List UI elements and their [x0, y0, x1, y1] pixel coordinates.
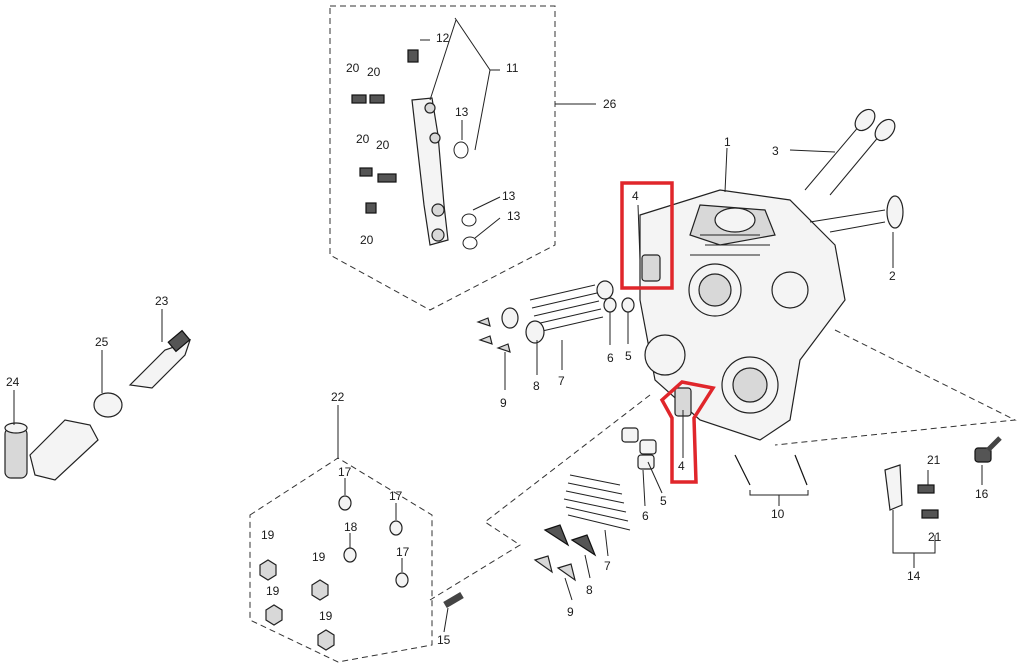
label-23: 23	[155, 294, 169, 308]
label-6-lower: 6	[642, 509, 649, 523]
upper-valve-springs	[501, 280, 635, 344]
label-13-b: 13	[502, 189, 516, 203]
label-7-lower: 7	[604, 559, 611, 573]
label-22: 22	[331, 390, 345, 404]
label-11: 11	[506, 61, 519, 75]
label-7-upper: 7	[558, 374, 565, 388]
label-18: 18	[344, 520, 358, 534]
label-20-d: 20	[376, 138, 390, 152]
rocker-arm-group-frame	[329, 5, 556, 311]
label-9-upper: 9	[500, 396, 507, 410]
valve-guide-upper	[641, 254, 661, 282]
label-21-a: 21	[927, 453, 941, 467]
label-14: 14	[907, 569, 921, 583]
label-15: 15	[437, 633, 451, 647]
label-4-bottom: 4	[678, 459, 685, 473]
label-9-lower: 9	[567, 605, 574, 619]
label-20-b: 20	[367, 65, 381, 79]
label-8-upper: 8	[533, 379, 540, 393]
lower-valve-cotters	[533, 524, 597, 582]
exhaust-valve	[809, 195, 904, 233]
label-21-b: 21	[928, 530, 942, 544]
highlight-box-lower	[659, 380, 716, 484]
spark-plug-cap	[4, 419, 99, 481]
spark-plug-washer	[93, 392, 123, 418]
label-3: 3	[772, 144, 779, 158]
label-17-c: 17	[396, 545, 410, 559]
washers-17-18	[338, 495, 409, 588]
label-10: 10	[771, 507, 785, 521]
label-1: 1	[724, 135, 731, 149]
cylinder-head-body	[639, 189, 846, 441]
nuts-19	[259, 559, 335, 651]
label-20-c: 20	[356, 132, 370, 146]
rocker-arm-bracket	[411, 97, 449, 246]
label-6-upper: 6	[607, 351, 614, 365]
lower-valve-group-frame	[429, 394, 651, 601]
label-20-a: 20	[346, 61, 360, 75]
label-17-b: 17	[389, 489, 403, 503]
label-16: 16	[975, 487, 989, 501]
label-26: 26	[603, 97, 617, 111]
bracket-14	[884, 464, 903, 511]
label-19-c: 19	[266, 584, 280, 598]
label-4-top: 4	[632, 189, 639, 203]
bolt-20-set	[351, 94, 397, 214]
label-19-a: 19	[261, 528, 275, 542]
bolts-21	[917, 484, 939, 519]
label-2: 2	[889, 269, 896, 283]
nut-washer-group-frame	[249, 457, 433, 663]
intake-valve	[804, 108, 896, 196]
bolt-16	[974, 436, 1002, 463]
label-13-a: 13	[455, 105, 469, 119]
label-25: 25	[95, 335, 109, 349]
lower-valve-springs	[563, 427, 657, 531]
adjuster-screw	[407, 49, 419, 63]
spark-plug	[128, 329, 192, 389]
studs-10	[734, 454, 808, 486]
label-13-c: 13	[507, 209, 521, 223]
o-rings-13	[453, 141, 478, 250]
label-17-a: 17	[338, 465, 352, 479]
label-19-d: 19	[319, 609, 333, 623]
leader-lines	[13, 17, 983, 633]
upper-valve-cotters	[476, 317, 511, 353]
label-12: 12	[436, 31, 450, 45]
right-bolt-dash	[774, 329, 1017, 446]
highlight-box-upper	[620, 181, 674, 290]
label-5-upper: 5	[625, 349, 632, 363]
label-24: 24	[6, 375, 20, 389]
label-5-lower: 5	[660, 494, 667, 508]
stud-15	[443, 591, 464, 609]
label-20-e: 20	[360, 233, 374, 247]
label-8-lower: 8	[586, 583, 593, 597]
label-19-b: 19	[312, 550, 326, 564]
